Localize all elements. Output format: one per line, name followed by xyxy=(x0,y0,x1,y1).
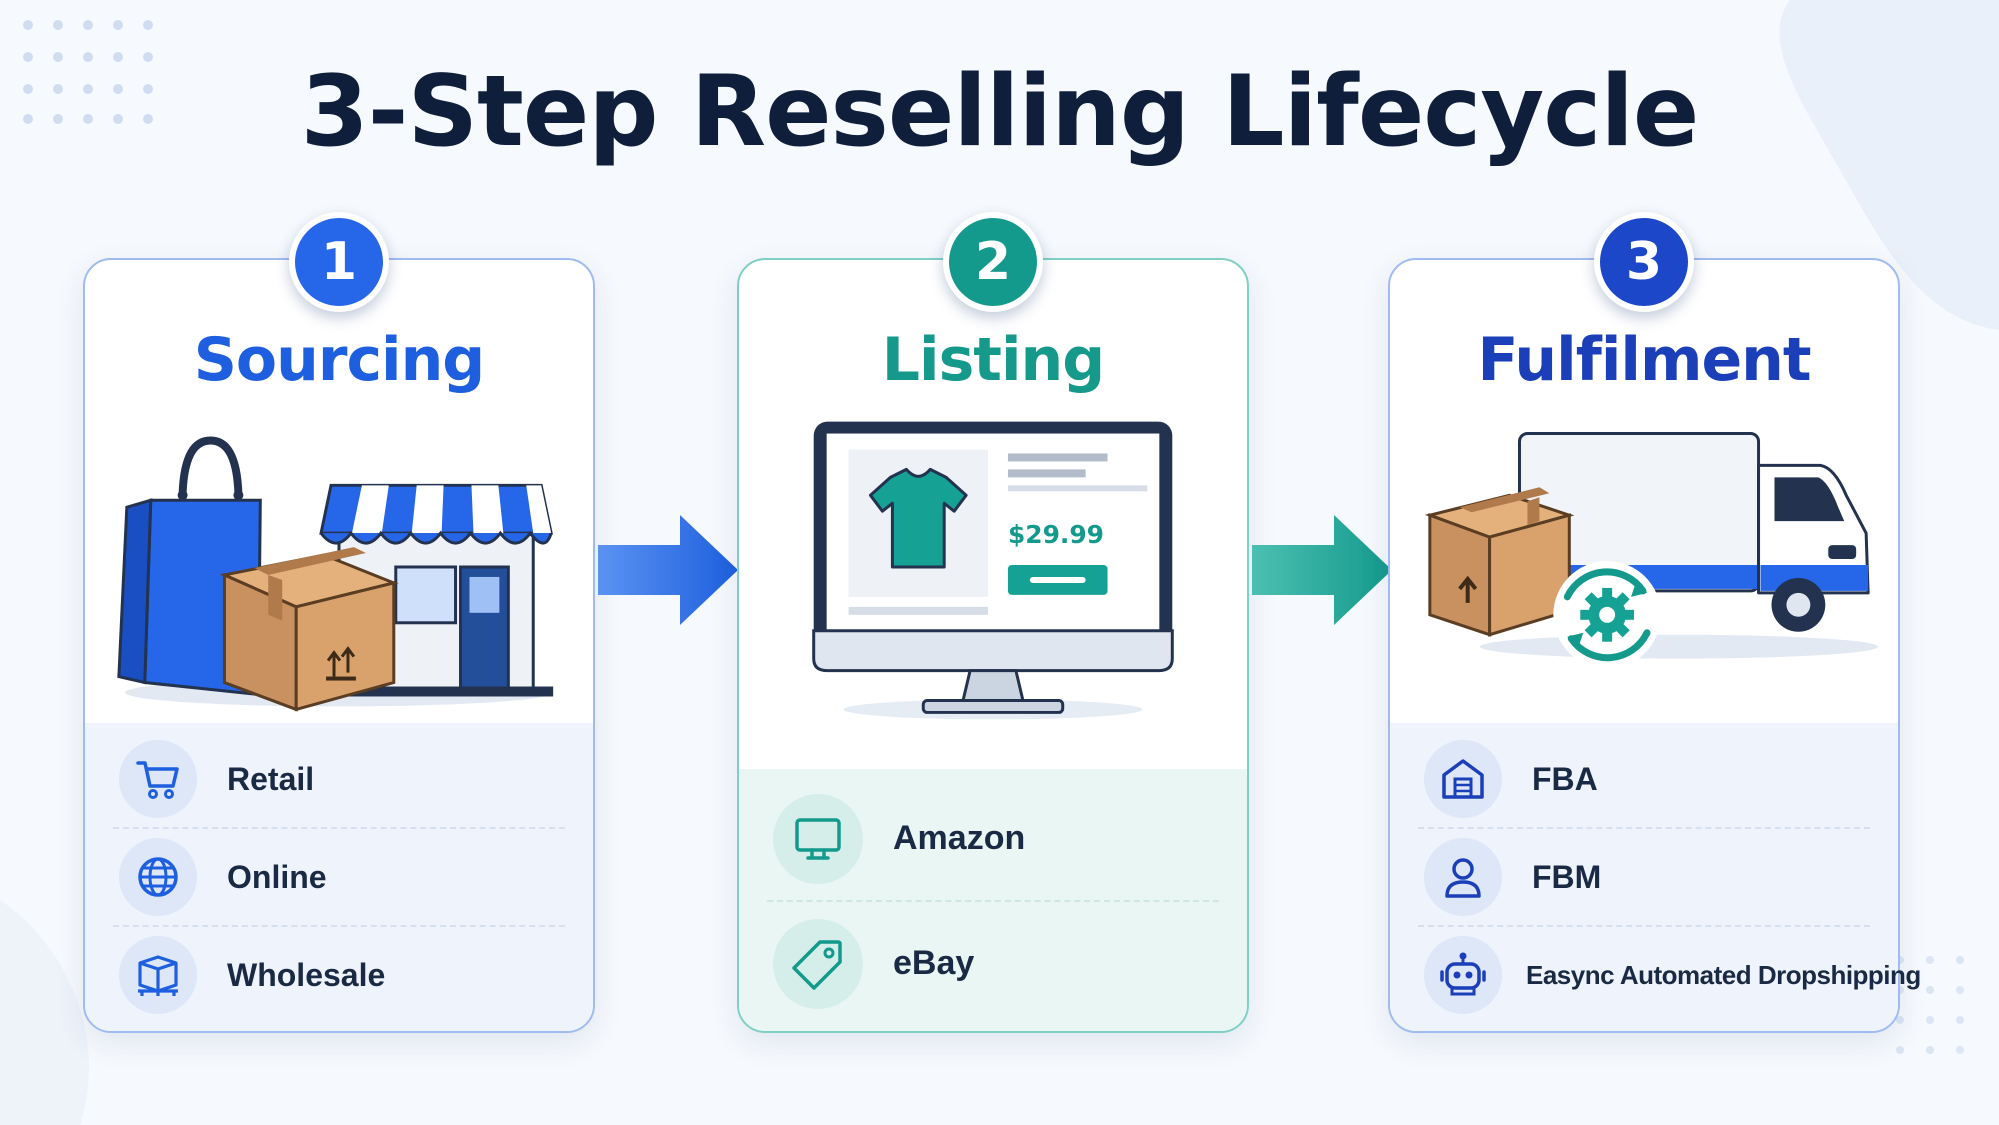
arrow-right-icon xyxy=(598,515,738,625)
option-label: Online xyxy=(227,858,327,895)
warehouse-icon xyxy=(1424,740,1502,818)
shopping-cart-icon xyxy=(119,740,197,818)
monitor-icon xyxy=(773,793,863,884)
t-shirt-icon xyxy=(868,467,968,569)
step-card-fulfilment: 3 Fulfilment xyxy=(1388,212,1921,1033)
arrow-right-icon xyxy=(1252,515,1392,625)
option-easync[interactable]: Easync Automated Dropshipping xyxy=(1418,927,1921,1023)
pallet-boxes-icon xyxy=(119,936,197,1014)
gear-sync-icon xyxy=(1553,561,1661,669)
step-card-sourcing: 1 Sourcing xyxy=(83,212,595,1033)
option-label: Amazon xyxy=(893,819,1026,857)
option-online[interactable]: Online xyxy=(113,829,565,927)
option-label: Retail xyxy=(227,760,315,797)
option-retail[interactable]: Retail xyxy=(113,731,565,829)
step-title: Sourcing xyxy=(193,325,486,395)
fulfilment-options: FBA FBM Easync Automated Dropshipping xyxy=(1390,723,1921,1031)
cardboard-box-icon xyxy=(1424,487,1575,637)
globe-icon xyxy=(119,838,197,916)
page-title: 3-Step Reselling Lifecycle xyxy=(300,55,1700,169)
person-icon xyxy=(1424,838,1502,916)
cardboard-box-icon xyxy=(219,547,399,712)
sourcing-options: Retail Online Wholesale xyxy=(85,723,593,1031)
listing-illustration: $29.99 xyxy=(812,421,1174,720)
step-number-badge: 1 xyxy=(289,212,389,312)
option-label: Easync Automated Dropshipping xyxy=(1526,959,1921,990)
sourcing-illustration xyxy=(117,436,554,712)
fulfilment-illustration xyxy=(1424,432,1879,669)
step-title: Listing xyxy=(881,325,1105,395)
option-label: FBA xyxy=(1532,760,1598,797)
price-label: $29.99 xyxy=(1008,520,1104,549)
option-fbm[interactable]: FBM xyxy=(1418,829,1870,927)
step-title: Fulfilment xyxy=(1477,325,1811,395)
option-label: Wholesale xyxy=(227,956,386,993)
listing-options: Amazon eBay xyxy=(739,769,1247,1031)
option-label: eBay xyxy=(893,944,975,982)
robot-icon xyxy=(1424,936,1502,1014)
option-ebay[interactable]: eBay xyxy=(767,902,1219,1025)
option-amazon[interactable]: Amazon xyxy=(767,777,1219,902)
step-number-badge: 3 xyxy=(1594,212,1694,312)
step-card-listing: 2 Listing $29.99 Amazon xyxy=(737,212,1249,1033)
option-label: FBM xyxy=(1532,858,1602,895)
option-fba[interactable]: FBA xyxy=(1418,731,1870,829)
price-tag-icon xyxy=(773,918,863,1009)
option-wholesale[interactable]: Wholesale xyxy=(113,927,565,1023)
step-number-badge: 2 xyxy=(943,212,1043,312)
